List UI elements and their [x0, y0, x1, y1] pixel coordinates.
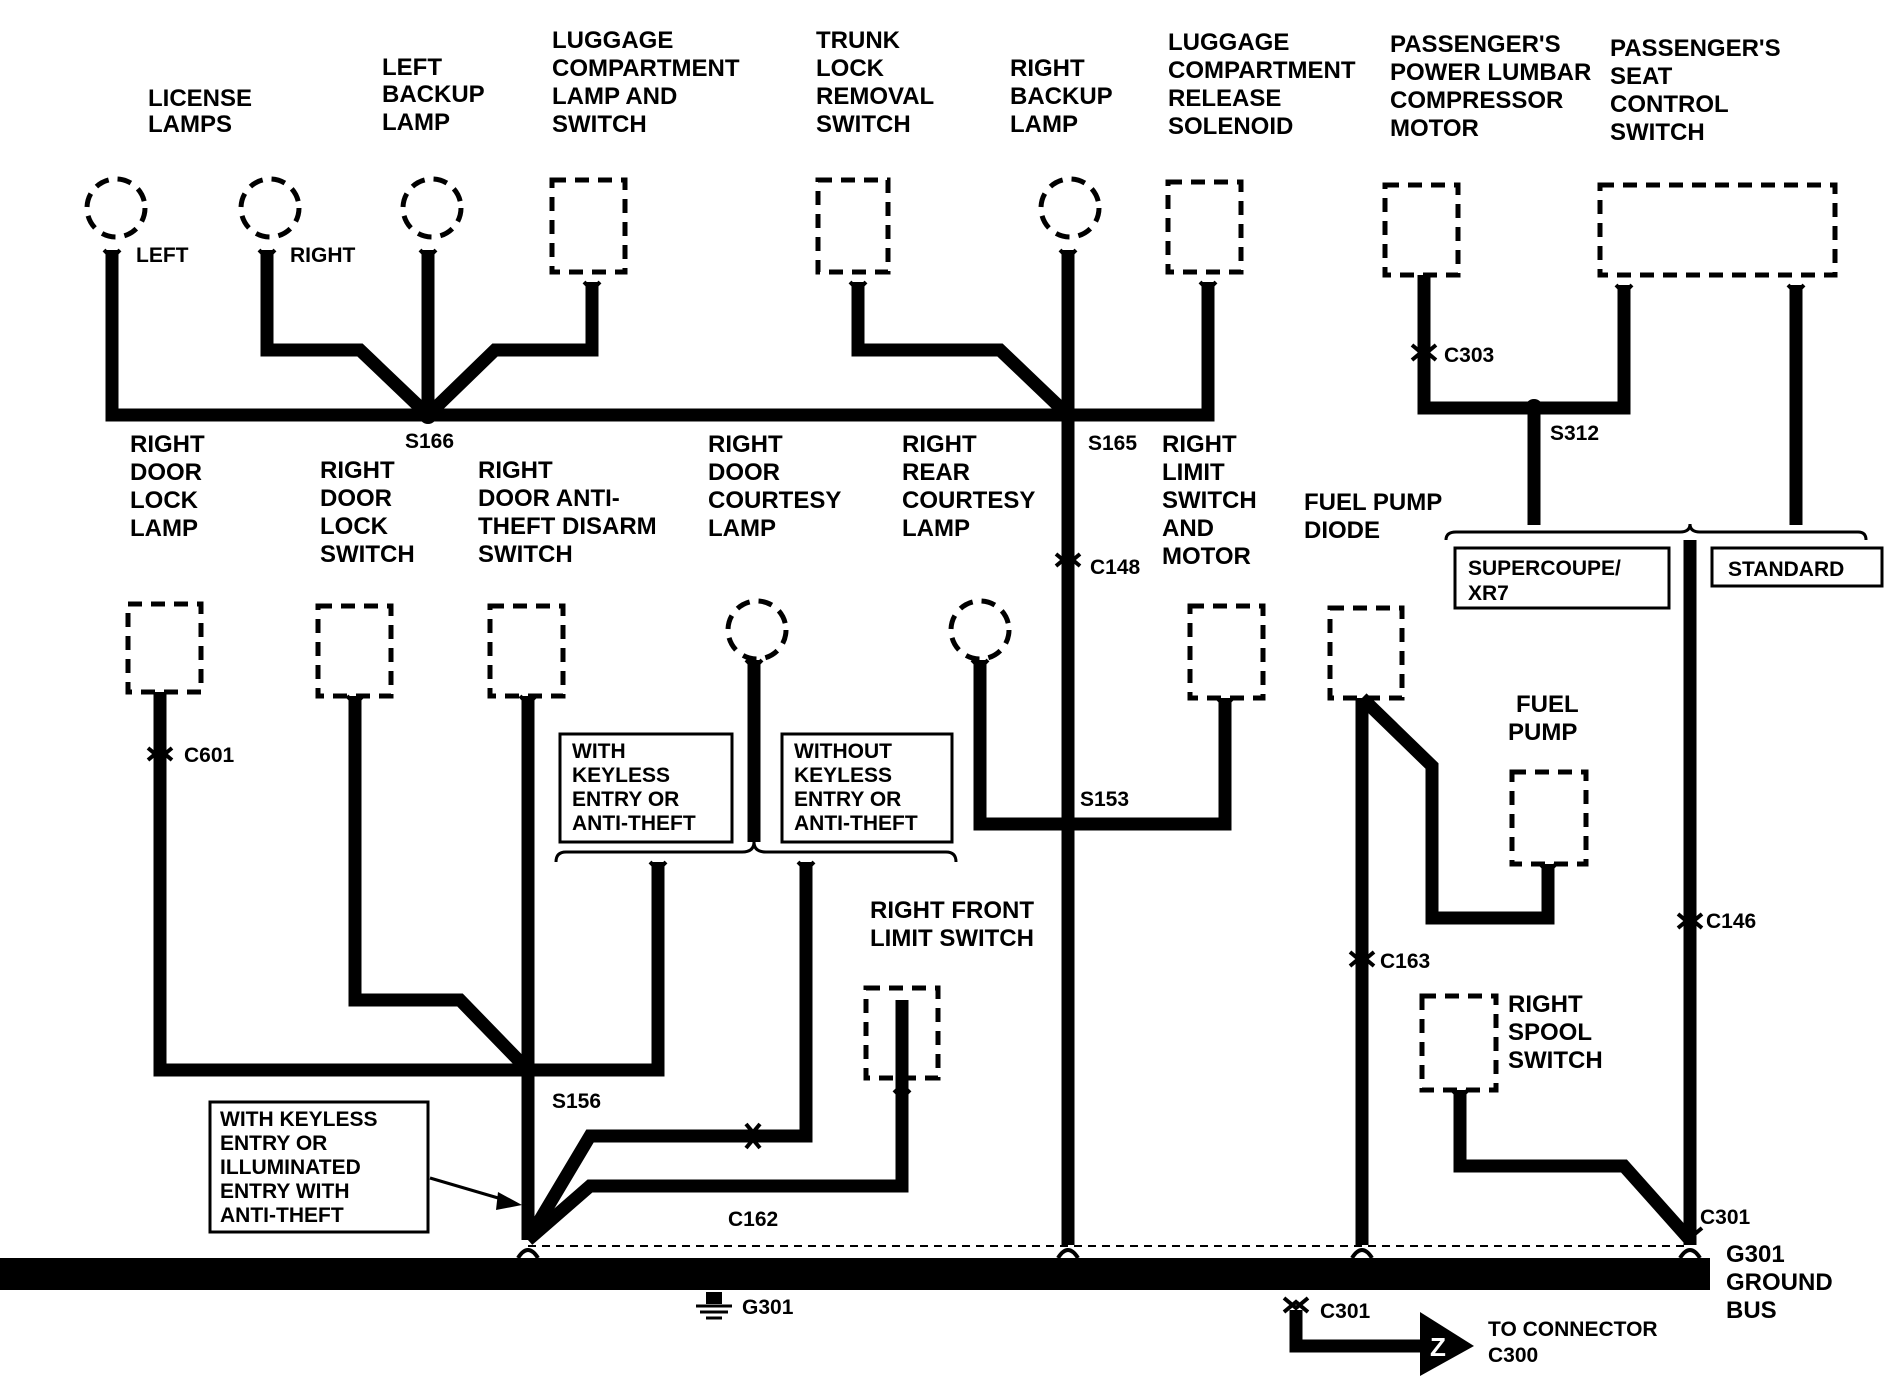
supercoupe-label: SUPERCOUPE/ XR7 — [1468, 557, 1627, 605]
rear-courtesy-lamp-label: RIGHT REAR COURTESY LAMP — [902, 431, 1042, 542]
ground-bus-label: G301 GROUND BUS — [1726, 1241, 1839, 1324]
splice-s166-label: S166 — [405, 430, 454, 453]
license-lamp-left-bulb — [84, 176, 148, 240]
left-backup-lamp-bulb — [400, 176, 464, 240]
illuminated-note-box — [208, 1100, 430, 1234]
ground-symbol-icon — [696, 1292, 732, 1320]
luggage-release-solenoid-label: LUGGAGE COMPARTMENT RELEASE SOLENOID — [1168, 29, 1362, 140]
middle-wire-harness — [153, 660, 1695, 1245]
right-door-lock-switch-box — [315, 603, 394, 699]
connector-c301-bottom-label: C301 — [1320, 1300, 1371, 1323]
connector-c146-label: C146 — [1706, 910, 1756, 933]
ground-bus-bar — [0, 1258, 1710, 1290]
top-wire-harness — [105, 250, 1803, 1245]
bus-taps — [516, 1248, 1702, 1260]
right-door-lock-switch-label: RIGHT DOOR LOCK SWITCH — [320, 457, 415, 568]
fuel-pump-label: FUEL PUMP — [1508, 691, 1585, 746]
standard-box — [1710, 546, 1884, 588]
front-limit-switch-box — [863, 985, 941, 1081]
splice-s312-label: S312 — [1550, 422, 1599, 445]
note-arrow — [429, 1176, 522, 1210]
splice-s153-label: S153 — [1080, 788, 1129, 811]
splice-s153-dot — [1059, 815, 1077, 833]
connector-c303-label: C303 — [1444, 344, 1494, 367]
splice-s165-dot — [1059, 406, 1077, 424]
connector-c162 — [744, 1122, 762, 1150]
option-brace-seat — [1444, 523, 1868, 541]
to-connector-label: TO CONNECTOR C300 — [1488, 1318, 1663, 1367]
spool-switch-box — [1419, 993, 1499, 1093]
license-lamp-right-bulb — [238, 176, 302, 240]
limit-switch-motor-label: RIGHT LIMIT SWITCH AND MOTOR — [1162, 431, 1263, 570]
keyless-option-brace — [554, 841, 958, 863]
right-door-lock-lamp-label: RIGHT DOOR LOCK LAMP — [130, 431, 211, 542]
connector-c163 — [1348, 950, 1376, 968]
right-lamp-tag: RIGHT — [290, 244, 356, 267]
standard-label: STANDARD — [1728, 558, 1844, 581]
fuel-pump-diode-box — [1327, 605, 1405, 701]
limit-switch-motor-box — [1187, 603, 1266, 701]
door-courtesy-lamp-label: RIGHT DOOR COURTESY LAMP — [708, 431, 848, 542]
right-door-lock-lamp-box — [125, 601, 204, 695]
splice-s165-label: S165 — [1088, 432, 1137, 455]
lumbar-motor-label: PASSENGER'S POWER LUMBAR COMPRESSOR MOTO… — [1390, 31, 1598, 142]
connector-c163-label: C163 — [1380, 950, 1430, 973]
fuel-pump-box — [1509, 769, 1589, 867]
connector-c148 — [1054, 552, 1082, 568]
ground-g301-label: G301 — [742, 1296, 794, 1319]
connector-c301-top-label: C301 — [1700, 1206, 1751, 1229]
connector-c301-top — [1676, 1226, 1704, 1241]
splice-s312-dot — [1525, 399, 1543, 417]
connector-c303 — [1410, 343, 1438, 362]
to-connector-arrow-icon — [1420, 1312, 1474, 1376]
c300-wire — [1289, 1310, 1420, 1353]
rear-courtesy-lamp-bulb — [948, 598, 1012, 662]
left-backup-lamp-label: LEFT BACKUP LAMP — [382, 54, 491, 136]
connector-c601 — [146, 746, 174, 762]
luggage-lamp-switch-box — [549, 177, 628, 275]
illuminated-note-label: WITH KEYLESS ENTRY OR ILLUMINATED ENTRY … — [220, 1108, 383, 1227]
seat-control-switch-label: PASSENGER'S SEAT CONTROL SWITCH — [1610, 35, 1787, 146]
without-keyless-box — [780, 732, 954, 844]
with-keyless-box — [558, 732, 734, 844]
connector-c162-label: C162 — [728, 1208, 778, 1231]
connector-c148-label: C148 — [1090, 556, 1141, 579]
arrow-letter: Z — [1430, 1332, 1446, 1362]
splice-s156-label: S156 — [552, 1090, 601, 1113]
middle-pins — [345, 658, 1558, 1101]
lumbar-motor-box — [1382, 182, 1461, 278]
door-courtesy-lamp-bulb — [725, 598, 789, 662]
anti-theft-switch-box — [487, 603, 566, 699]
left-lamp-tag: LEFT — [136, 244, 189, 267]
connector-c601-label: C601 — [184, 744, 235, 767]
front-limit-switch-label: RIGHT FRONT LIMIT SWITCH — [870, 897, 1041, 952]
seat-control-switch-box — [1597, 182, 1838, 278]
with-keyless-label: WITH KEYLESS ENTRY OR ANTI-THEFT — [572, 740, 696, 835]
fuel-pump-diode-label: FUEL PUMP DIODE — [1304, 489, 1448, 544]
right-backup-lamp-bulb — [1038, 176, 1102, 240]
splice-s166-dot — [419, 406, 437, 424]
splice-s156-dot — [519, 1061, 537, 1079]
luggage-lamp-switch-label: LUGGAGE COMPARTMENT LAMP AND SWITCH — [552, 27, 746, 138]
anti-theft-switch-label: RIGHT DOOR ANTI- THEFT DISARM SWITCH — [478, 457, 663, 568]
spool-switch-label: RIGHT SPOOL SWITCH — [1508, 991, 1603, 1074]
right-backup-lamp-label: RIGHT BACKUP LAMP — [1010, 55, 1119, 138]
connector-c146 — [1676, 912, 1704, 930]
component-pins — [102, 248, 1806, 296]
luggage-release-solenoid-box — [1165, 179, 1244, 275]
connector-c301-bottom — [1282, 1296, 1310, 1314]
license-lamps-label: LICENSE LAMPS — [148, 85, 259, 138]
trunk-lock-switch-label: TRUNK LOCK REMOVAL SWITCH — [816, 27, 940, 138]
without-keyless-label: WITHOUT KEYLESS ENTRY OR ANTI-THEFT — [794, 740, 918, 835]
trunk-lock-switch-box — [815, 177, 891, 275]
supercoupe-box — [1453, 546, 1671, 610]
